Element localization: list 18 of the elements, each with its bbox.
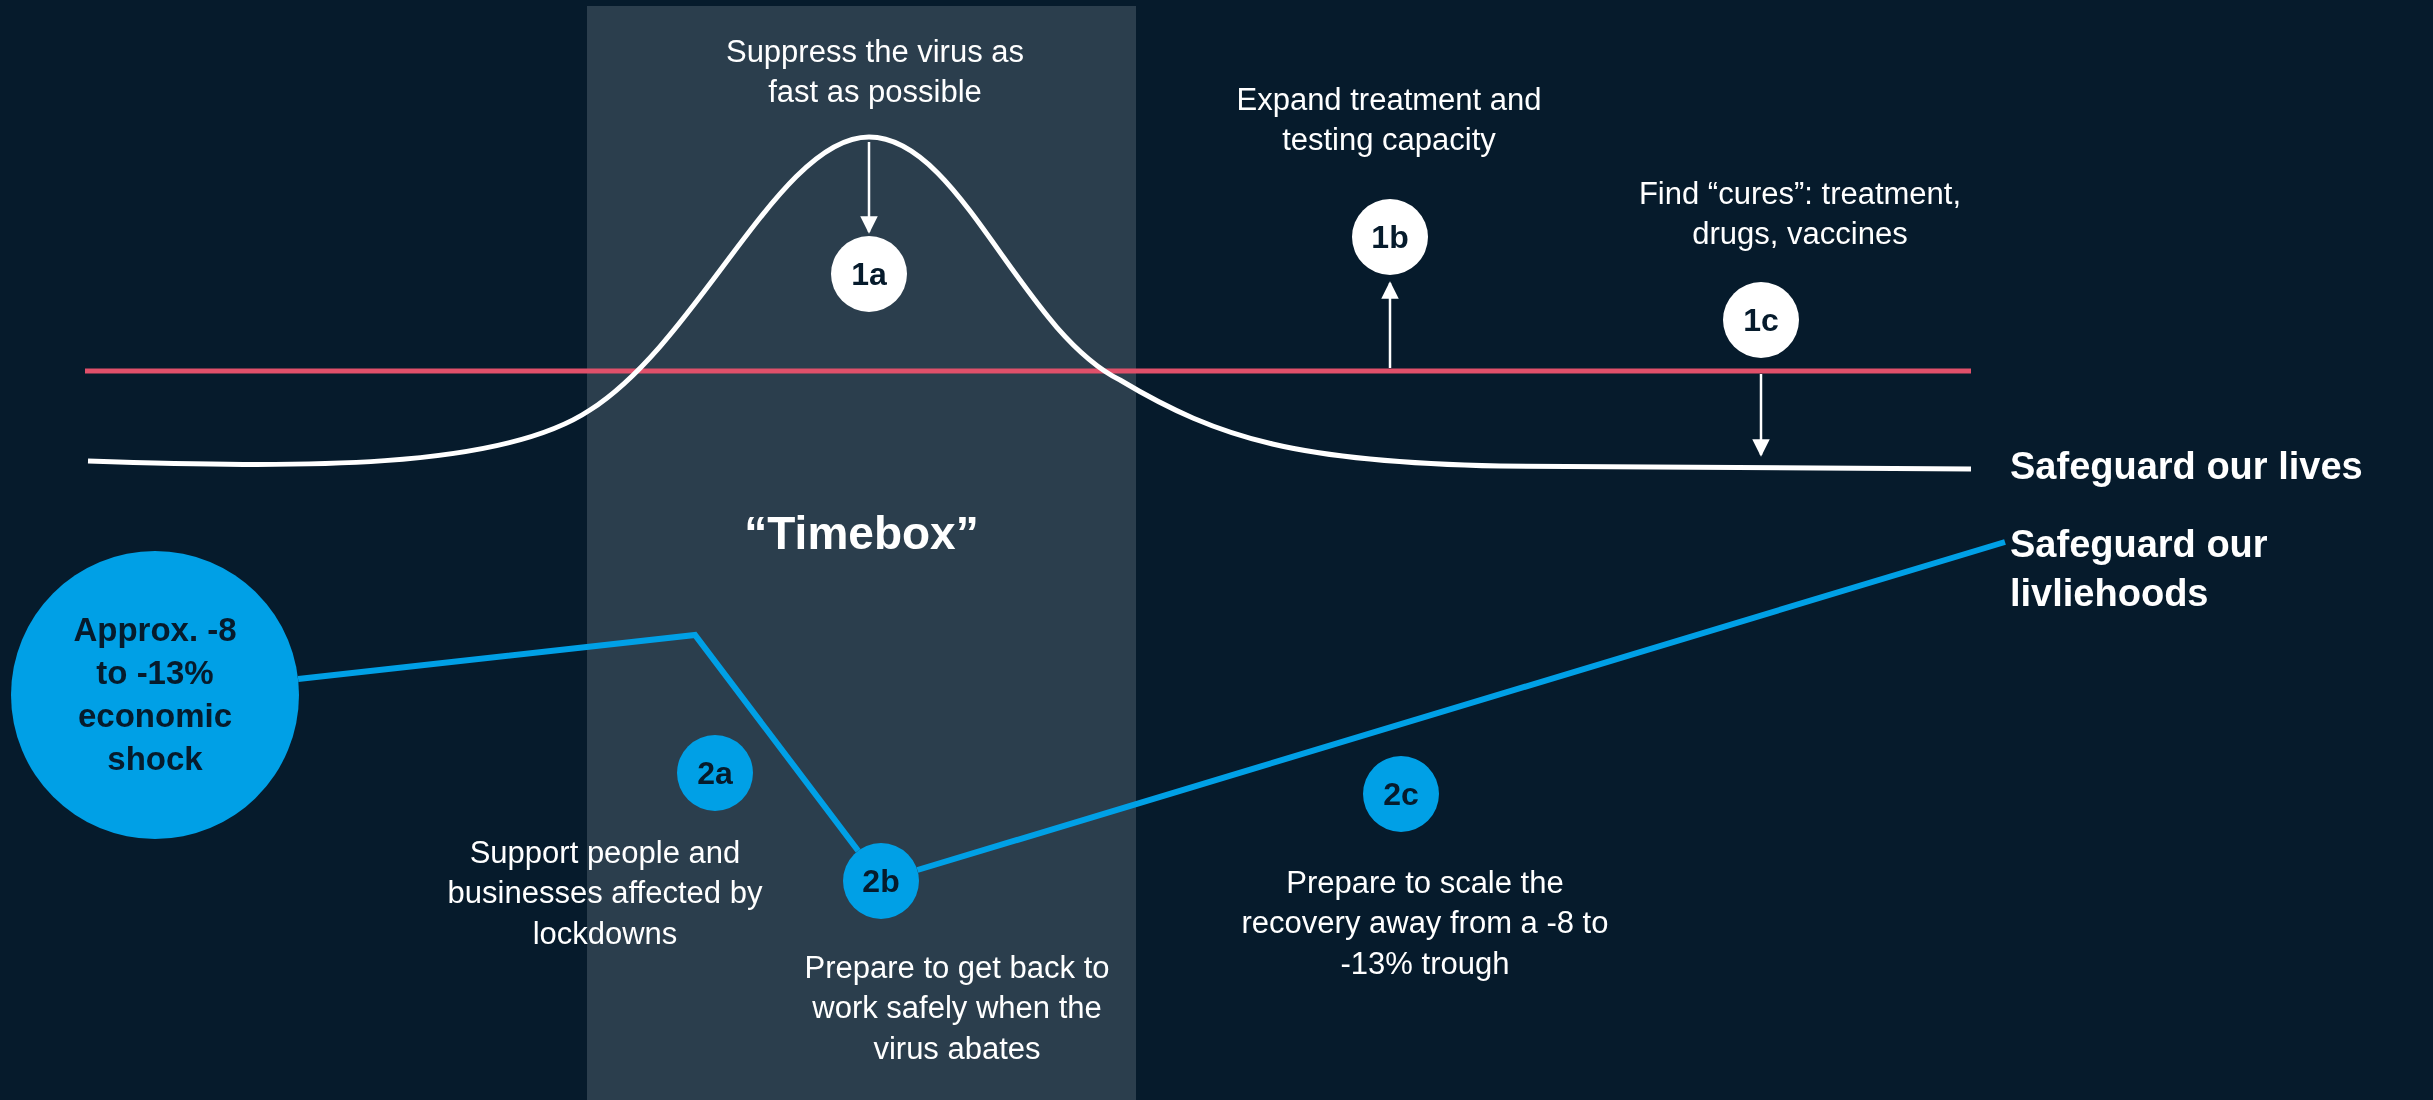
step-caption: Suppress the virus as fast as possible [724,33,1026,112]
goal-label: Safeguard our livliehoods [2010,520,2410,619]
goal-label: Safeguard our lives [2010,445,2363,488]
step-badge: 1b [1352,199,1428,275]
step-badge: 2c [1363,756,1439,832]
step-badge: 1c [1723,282,1799,358]
step-caption: Prepare to get back to work safely when the virus abates [803,949,1111,1068]
livelihood-line [916,539,2006,873]
band-title: “Timebox” [743,506,980,560]
livelihood-line [297,631,861,853]
step-badge: 1a [831,236,907,312]
step-caption: Expand treatment and testing capacity [1235,81,1543,160]
step-badge: 2b [843,843,919,919]
step-caption: Find “cures”: treatment, drugs, vaccines [1637,175,1963,254]
step-caption: Prepare to scale the recovery away from a -8 to -13% trough [1240,864,1610,983]
step-caption: Support people and businesses affected by lockdowns [446,834,764,953]
shock-circle: Approx. -8 to -13% economic shock [11,551,299,839]
step-badge: 2a [677,735,753,811]
